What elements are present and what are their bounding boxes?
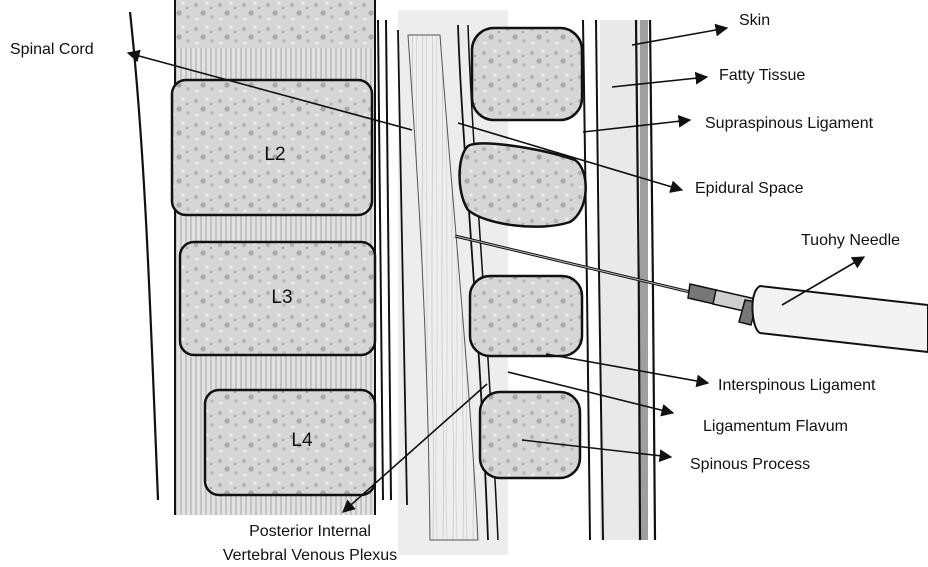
label-venous-plexus-line1: Posterior Internal	[249, 523, 371, 540]
label-epidural-space: Epidural Space	[695, 180, 804, 197]
label-fatty-tissue: Fatty Tissue	[719, 67, 805, 84]
vertebra-l4	[205, 390, 375, 495]
label-spinal-cord: Spinal Cord	[10, 41, 94, 58]
supraspinous-ligament-line-1	[583, 20, 590, 540]
vertebra-label-l2: L2	[264, 144, 285, 165]
posterior-longitudinal-ligament	[378, 20, 391, 500]
skin-line-outer	[650, 20, 655, 540]
label-skin: Skin	[739, 12, 770, 29]
label-supraspinous-ligament: Supraspinous Ligament	[705, 115, 874, 132]
spinous-process-1	[472, 28, 582, 120]
label-venous-plexus-line2: Vertebral Venous Plexus	[223, 547, 397, 564]
label-tuohy-needle: Tuohy Needle	[801, 232, 900, 249]
needle-hub	[688, 284, 716, 304]
spinous-process-4	[480, 392, 580, 478]
syringe-barrel	[752, 286, 928, 352]
vertebra-label-l4: L4	[291, 430, 313, 451]
label-spinous-process: Spinous Process	[690, 456, 810, 473]
spinous-process-3	[470, 276, 582, 356]
label-interspinous-ligament: Interspinous Ligament	[718, 377, 876, 394]
vertebra-label-l3: L3	[271, 287, 292, 308]
anterior-boundary-line	[130, 12, 158, 500]
vertebra-l1-partial	[175, 0, 375, 48]
label-ligamentum-flavum: Ligamentum Flavum	[703, 418, 848, 435]
